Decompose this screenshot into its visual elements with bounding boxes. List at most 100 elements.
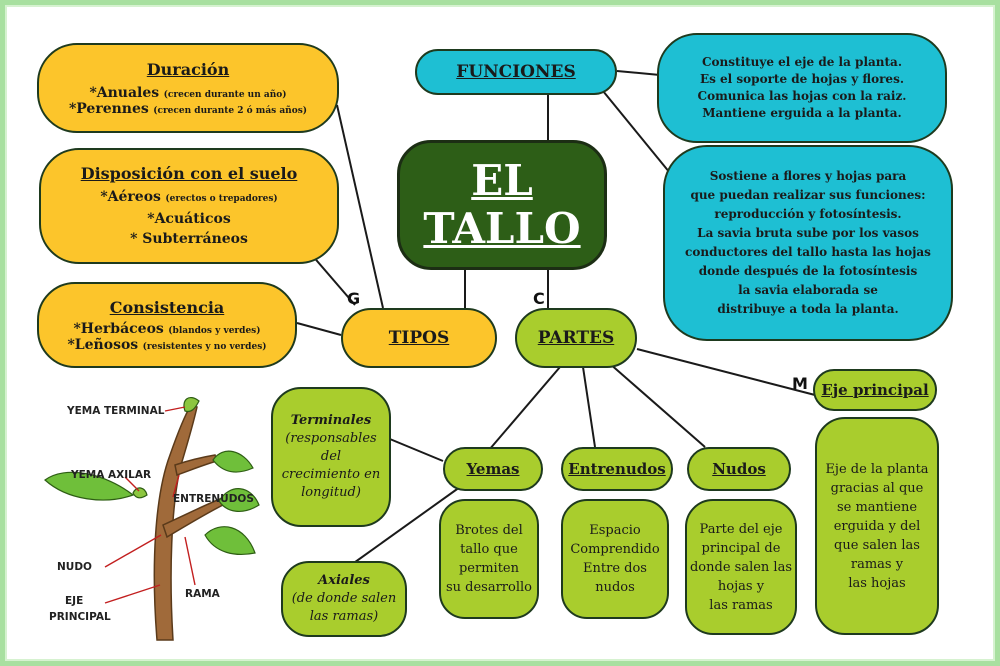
funciones-box-2: Sostiene a flores y hojas para que pueda… — [663, 145, 953, 341]
plant-label-nudo: NUDO — [57, 561, 92, 573]
plant-label-rama: RAMA — [185, 588, 220, 600]
link-funciones-box2 — [602, 90, 671, 174]
yemas-desc: permiten — [458, 561, 519, 576]
item-name: *Aéreos — [100, 188, 161, 205]
nudos-desc: principal de — [701, 540, 781, 556]
link-tipos-consistencia — [296, 322, 342, 336]
plant-bud-axilar — [132, 487, 148, 499]
funciones-box-1: Constituye el eje de la planta. Es el so… — [657, 33, 947, 143]
nudos-desc: las ramas — [709, 597, 773, 613]
yemas-desc-box: Brotes del tallo que permiten su desarro… — [439, 499, 539, 619]
disposicion-item: *Aéreos (erectos o trepadores) — [100, 187, 277, 209]
link-partes-nudos — [608, 362, 706, 448]
item-note: (blandos y verdes) — [168, 325, 261, 336]
yemas-desc: Brotes del — [455, 523, 523, 538]
link-partes-eje — [636, 348, 816, 396]
duracion-box: Duración *Anuales (crecen durante un año… — [37, 43, 339, 133]
partes-title: PARTES — [537, 328, 615, 348]
consistencia-item: *Leñosos (resistentes y no verdes) — [67, 337, 266, 353]
funciones-text: conductores del tallo hasta las hojas — [685, 245, 931, 259]
consistencia-item: *Herbáceos (blandos y verdes) — [73, 321, 260, 337]
eje-desc: se mantiene — [836, 499, 918, 515]
link-tipos-duracion — [336, 104, 384, 309]
item-note: (erectos o trepadores) — [165, 193, 278, 204]
tipos-node: TIPOS — [341, 308, 497, 368]
entrenudos-title: Entrenudos — [568, 460, 666, 478]
nudos-desc: Parte del eje — [699, 521, 783, 537]
eje-desc: Eje de la planta — [825, 461, 929, 477]
link-funciones-box1 — [616, 70, 661, 76]
disposicion-item: * Subterráneos — [130, 230, 248, 247]
item-name: *Anuales — [89, 84, 160, 101]
tipos-title: TIPOS — [388, 328, 450, 348]
plant-bud-terminal — [183, 397, 200, 413]
terminales-desc: (responsables — [285, 431, 377, 446]
plant-label-eje-2: PRINCIPAL — [49, 611, 111, 623]
plant-label-yema-axilar: YEMA AXILAR — [71, 469, 152, 481]
funciones-text: donde después de la fotosíntesis — [698, 264, 918, 278]
partes-node: PARTES — [515, 308, 637, 368]
funciones-text: Sostiene a flores y hojas para — [709, 169, 907, 183]
connector-lines — [44, 70, 816, 641]
plant-label-entrenudos: ENTRENUDOS — [173, 493, 254, 505]
terminales-title: Terminales — [290, 413, 372, 428]
eje-desc: que salen las — [834, 537, 920, 553]
plant-illustration — [44, 397, 260, 641]
eje-title: Eje principal — [821, 381, 929, 399]
terminales-desc: del — [320, 449, 342, 464]
plant-trunk — [153, 404, 198, 641]
funciones-text: reproducción y fotosíntesis. — [714, 207, 902, 221]
funciones-title: FUNCIONES — [456, 62, 576, 82]
yemas-title: Yemas — [466, 460, 520, 478]
center-node: EL TALLO — [397, 140, 607, 270]
nudos-title: Nudos — [712, 460, 766, 478]
terminales-box: Terminales (responsables del crecimiento… — [271, 387, 391, 527]
yemas-desc: su desarrollo — [445, 580, 532, 595]
center-title-line2: TALLO — [423, 204, 581, 253]
plant-leaf — [44, 471, 135, 501]
funciones-text: Es el soporte de hojas y flores. — [699, 72, 905, 86]
letter-m: M — [792, 374, 808, 393]
funciones-node: FUNCIONES — [415, 49, 617, 95]
duracion-item: *Perennes (crecen durante 2 ó más años) — [69, 101, 307, 117]
item-note: (resistentes y no verdes) — [142, 341, 267, 352]
plant-label-yema-terminal: YEMA TERMINAL — [67, 405, 165, 417]
entrenudos-node: Entrenudos — [561, 447, 673, 491]
duracion-item: *Anuales (crecen durante un año) — [89, 85, 286, 101]
terminales-desc: crecimiento en — [281, 467, 381, 482]
item-note: (crecen durante un año) — [163, 89, 287, 100]
letter-c: C — [533, 289, 545, 308]
funciones-text: Comunica las hojas con la raiz. — [697, 89, 907, 103]
consistencia-box: Consistencia *Herbáceos (blandos y verde… — [37, 282, 297, 368]
funciones-text: que puedan realizar sus funciones: — [690, 188, 926, 202]
link-yemas-terminales — [384, 436, 444, 462]
funciones-text: distribuye a toda la planta. — [717, 302, 899, 316]
eje-desc: gracias al que — [830, 480, 924, 496]
axiales-desc: las ramas) — [309, 609, 379, 624]
item-note: (crecen durante 2 ó más años) — [153, 105, 308, 116]
entrenudos-desc: Comprendido — [570, 542, 660, 557]
funciones-text: Mantiene erguida a la planta. — [702, 106, 902, 120]
duracion-title: Duración — [146, 59, 230, 79]
eje-desc: ramas y — [850, 556, 904, 572]
link-yemas-axiales — [350, 486, 461, 566]
disposicion-item: *Acuáticos — [147, 210, 231, 227]
plant-leaf — [212, 450, 254, 473]
eje-desc: erguida y del — [833, 518, 921, 534]
item-name: *Leñosos — [67, 336, 139, 353]
yemas-desc: tallo que — [460, 542, 518, 557]
funciones-text: Constituye el eje de la planta. — [701, 55, 902, 69]
yemas-node: Yemas — [443, 447, 543, 491]
terminales-desc: longitud) — [301, 485, 361, 500]
funciones-text: la savia elaborada se — [738, 283, 878, 297]
entrenudos-desc: Entre dos — [583, 561, 647, 576]
eje-desc: las hojas — [848, 575, 906, 591]
link-partes-entrenudos — [582, 366, 596, 448]
nudos-desc: hojas y — [717, 578, 765, 594]
nudos-desc: donde salen las — [689, 559, 793, 575]
disposicion-title: Disposición con el suelo — [80, 163, 298, 183]
link-partes-yemas — [482, 366, 561, 458]
item-name: *Herbáceos — [73, 320, 164, 337]
plant-label-eje-1: EJE — [65, 595, 84, 607]
